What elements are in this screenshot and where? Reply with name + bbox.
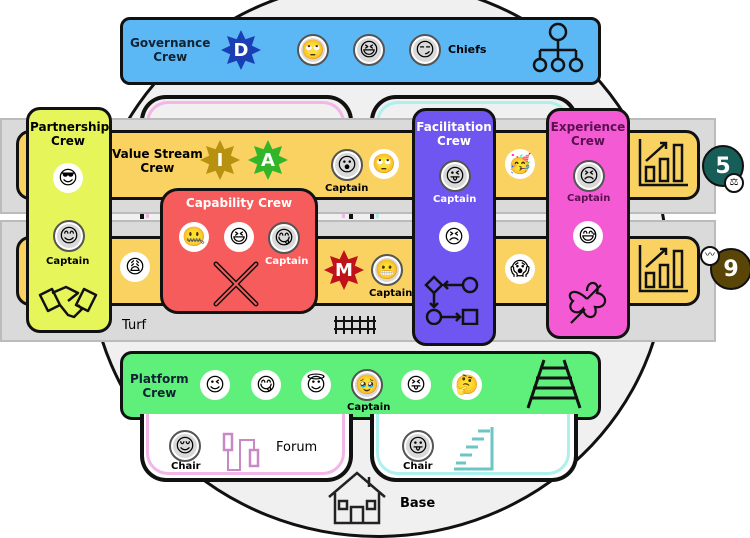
stairs-chair-emoji: 😛 [402,430,434,462]
value-stream-emoji-2: 🙄 [369,149,399,179]
capability-emoji-1: 🤐 [179,222,209,252]
stairs-icon [454,427,494,471]
base-label: Base [400,496,436,511]
stairs-chair-label: Chair [403,461,433,472]
forum-chair-label: Chair [171,461,201,472]
forum-chair-emoji: 😌 [169,430,201,462]
lower-stream-emoji-3: 😱 [505,254,535,284]
governance-role: Chiefs [448,43,487,56]
platform-captain-label: Captain [347,402,391,413]
facilitation-captain-emoji: 😜 [439,160,471,192]
capability-title: Capability Crew [185,196,293,210]
lower-stream-badge-m: M [324,250,364,290]
capability-captain-emoji: 😋 [268,222,300,254]
org-chart-icon [532,22,584,73]
pulse-icon: 〰 [700,246,720,266]
flow-icon [424,275,479,325]
forum-label: Forum [276,440,318,455]
partnership-captain-emoji: 😊 [53,220,85,252]
handshake-icon [38,285,98,319]
lower-stream-captain-emoji: 😬 [371,254,403,286]
platform-captain-emoji: 🥹 [351,369,383,401]
platform-emoji-2: 😋 [251,370,281,400]
turf-label: Turf [122,318,147,333]
platform-emoji-5: 😝 [401,370,431,400]
cable-icon [222,432,260,471]
partnership-emoji-1: 😎 [53,163,83,193]
facilitation-captain-label: Captain [433,194,477,205]
facilitation-emoji-2: 😣 [439,222,469,252]
lower-stream-captain-label: Captain [369,288,413,299]
value-stream-captain-emoji: 😮 [331,149,363,181]
platform-emoji-6: 🤔 [452,370,482,400]
stairs-room-inner [376,414,570,475]
governance-badge-d: D [221,30,261,70]
governance-emoji-1: 🙄 [297,34,329,66]
value-stream-emoji-3: 🥳 [505,149,535,179]
capability-captain-label: Captain [265,256,309,267]
lower-stream-emoji-1: 😩 [120,252,150,282]
growth-chart-icon-top [638,139,688,187]
experience-captain-label: Captain [567,193,611,204]
value-stream-captain-label: Captain [325,183,369,194]
platform-emoji-1: 😉 [200,370,230,400]
value-stream-badge-a: A [248,140,288,180]
growth-chart-icon-bottom [638,245,688,293]
experience-captain-emoji: 😣 [573,160,605,192]
hibiscus-icon [568,281,607,324]
experience-emoji-2: 😅 [573,221,603,251]
railroad-icon [526,359,582,409]
forum-room-inner [146,414,345,475]
house-icon [328,471,386,525]
governance-emoji-3: 😏 [409,34,441,66]
partnership-captain-label: Captain [46,256,90,267]
platform-emoji-3: 😇 [301,370,331,400]
capability-emoji-2: 😆 [224,222,254,252]
fence-icon [334,316,376,334]
experience-crew[interactable] [546,108,630,339]
metric-badge-9[interactable]: 9 [710,248,750,290]
tools-icon [213,261,259,307]
scale-icon: ⚖ [724,173,744,193]
metric-badge-5[interactable]: 5 [702,145,744,187]
governance-emoji-2: 😆 [353,34,385,66]
value-stream-badge-i: I [200,140,240,180]
